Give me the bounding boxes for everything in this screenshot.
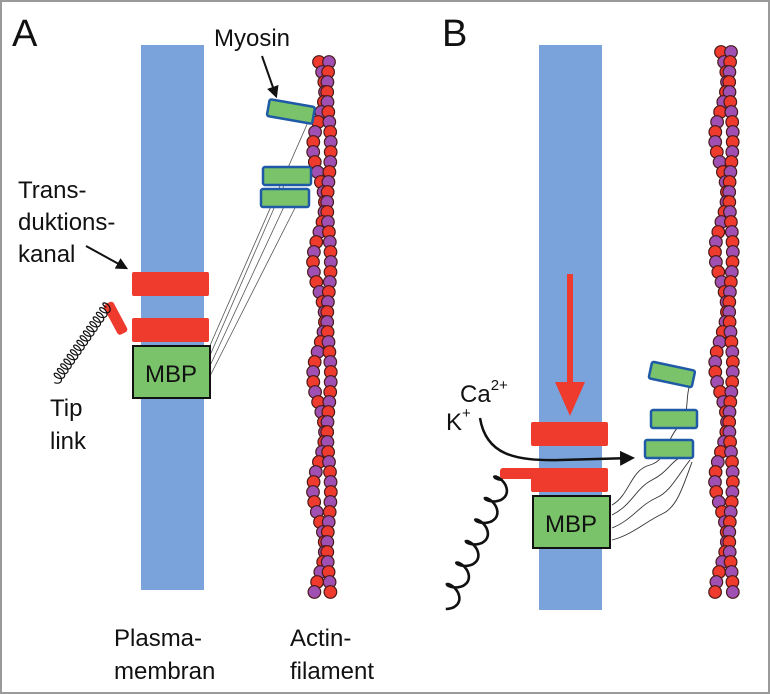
myosin-a-2 [261,165,313,187]
mbp-label-b: MBP [545,511,597,538]
myosin-tethers-b [611,384,693,541]
myosin-a-1 [265,98,316,125]
tip-link-label: Tip link [50,395,89,455]
spring-coil [53,302,111,384]
transduction-channel-upper-a [132,272,209,296]
force-arrow-head [555,382,585,416]
myosin-b-1 [647,360,697,389]
channel-gate-b [500,468,540,479]
spring-coil [445,475,509,611]
mbp-label-a: MBP [145,361,197,388]
actin-monomer [725,585,740,599]
actin-monomer [323,585,338,599]
transduction-channel-upper-b [531,422,608,446]
actin-monomer [307,585,322,599]
myosin-b-3 [643,438,695,460]
transduction-channel-label: Trans- duktions- kanal [18,177,122,268]
tip-link-spring-b [445,475,509,611]
mbp-box-a [132,345,211,399]
myosin-arrow [261,55,279,99]
actin-filament-b [708,45,740,599]
actin-filament-a [306,55,338,599]
ion-flow-arrow [478,417,635,466]
tip-link-spring-a [53,302,111,384]
transduction-channel-lower-a [132,318,209,342]
panel-a-letter: A [12,13,38,55]
plasma-membrane-a [141,45,204,590]
calcium-label: Ca2+ [460,377,508,408]
panel-b-letter: B [442,13,467,55]
myosin-b-2 [649,408,699,430]
potassium-label: K+ [446,405,471,436]
actin-monomer [708,585,722,599]
myosin-a-3 [259,187,311,209]
mbp-box-b [532,495,611,549]
plasma-membrane-label: Plasma- membran [114,625,215,685]
channel-arrow [85,245,129,270]
myosin-tethers-a [207,112,313,381]
myosin-label: Myosin [214,25,290,52]
transduction-channel-lower-b [531,468,608,492]
channel-gate-a [103,301,128,335]
actin-filament-label: Actin- filament [290,625,374,685]
